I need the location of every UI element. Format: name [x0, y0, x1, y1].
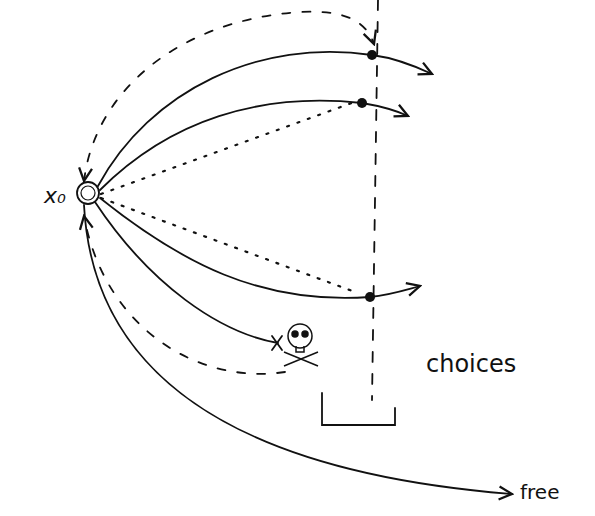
dashed-arc [84, 216, 285, 374]
trajectory [98, 52, 432, 186]
circle-outline [76, 181, 100, 205]
state-circle: x₀ [76, 181, 100, 205]
choice-line [372, 0, 378, 400]
trajectory [100, 198, 420, 298]
trajectory [100, 101, 408, 190]
state-label: x₀ [44, 185, 66, 207]
dashed-arc [84, 12, 374, 181]
note-label: choices [426, 350, 516, 378]
note-label: free [520, 480, 559, 504]
skull-symbol [284, 324, 318, 366]
trajectory [84, 205, 512, 494]
cross-mark [272, 336, 282, 350]
choice-dots [357, 50, 377, 302]
bracket [322, 393, 395, 425]
dotted-line [101, 100, 360, 194]
trajectory [95, 202, 278, 343]
dotted-line [101, 198, 355, 292]
